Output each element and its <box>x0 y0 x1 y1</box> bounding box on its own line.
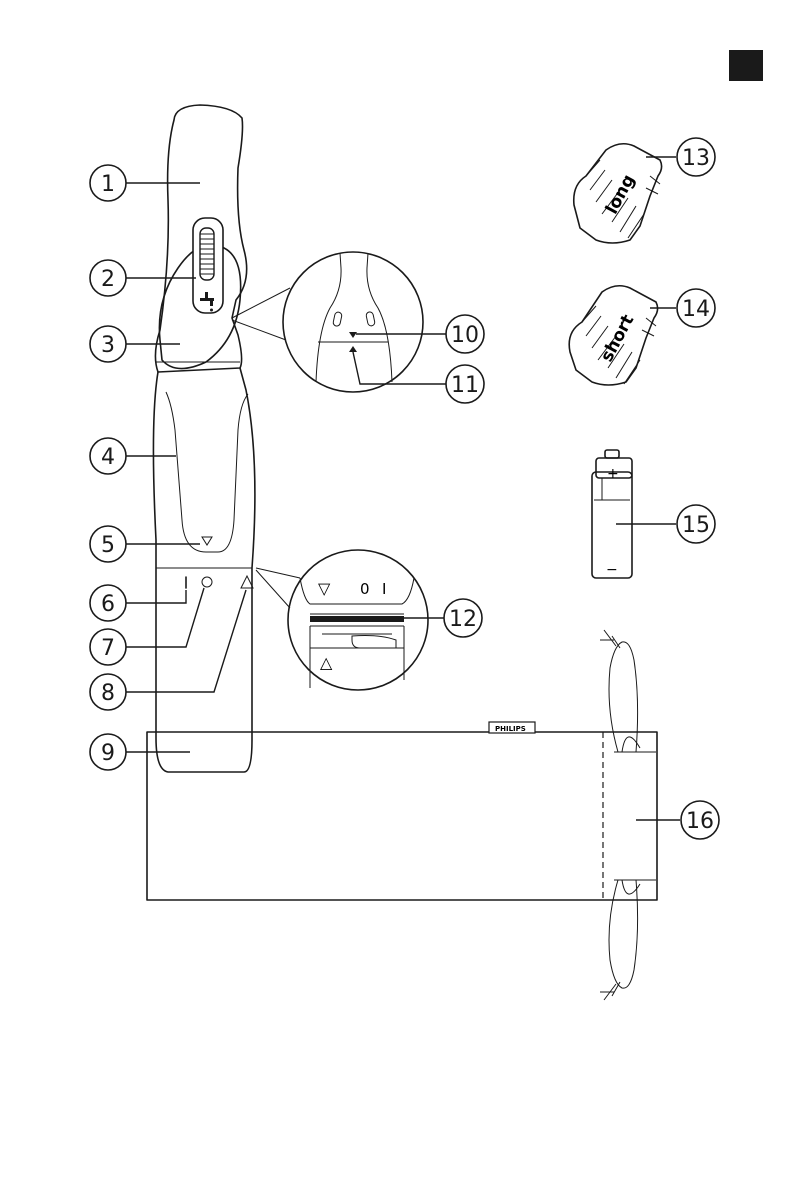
callout-10: 10 <box>445 314 485 354</box>
callout-11: 11 <box>445 364 485 404</box>
pouch-icon: PHILIPS <box>146 629 658 1001</box>
callout-7: 7 <box>89 628 127 666</box>
svg-text:14: 14 <box>682 297 710 322</box>
callout-8: 8 <box>89 673 127 711</box>
svg-text:6: 6 <box>101 592 115 617</box>
callout-6: 6 <box>89 584 127 622</box>
trimmer-teeth <box>200 233 214 275</box>
svg-text:4: 4 <box>101 445 115 470</box>
callout-3: 3 <box>89 325 127 363</box>
battery-plus: + <box>607 466 619 482</box>
svg-text:1: 1 <box>101 172 115 197</box>
callout-5: 5 <box>89 525 127 563</box>
svg-text:8: 8 <box>101 681 115 706</box>
svg-text:10: 10 <box>451 323 479 348</box>
svg-text:3: 3 <box>101 333 115 358</box>
callout-15: 15 <box>676 504 716 544</box>
svg-text:12: 12 <box>449 607 477 632</box>
comb-short: short <box>568 284 659 386</box>
battery-minus: − <box>606 562 618 578</box>
svg-text:9: 9 <box>101 741 115 766</box>
callout-14: 14 <box>676 288 716 328</box>
pouch-brand-text: PHILIPS <box>495 725 526 733</box>
comb-long: long <box>572 142 663 244</box>
svg-text:5: 5 <box>101 533 115 558</box>
callout-4: 4 <box>89 437 127 475</box>
callout-9: 9 <box>89 733 127 771</box>
svg-text:11: 11 <box>451 373 479 398</box>
leader-lines <box>126 156 680 821</box>
dial-off-mark: 0 <box>360 580 370 598</box>
detail-dial: ▽ 0 I △ <box>255 549 429 691</box>
water-tap-icon <box>200 292 214 312</box>
svg-text:16: 16 <box>686 809 714 834</box>
dial-unlock-mark: △ <box>320 653 333 672</box>
detail-head-lock <box>231 251 424 393</box>
callout-13: 13 <box>676 137 716 177</box>
language-tab <box>729 50 763 81</box>
svg-text:2: 2 <box>101 267 115 292</box>
callout-16: 16 <box>680 800 720 840</box>
comb-short-text: short <box>597 311 638 365</box>
battery-icon: + − <box>591 449 633 579</box>
dial-lock-mark: ▽ <box>318 579 331 598</box>
callout-2: 2 <box>89 259 127 297</box>
dial-on-mark: I <box>382 580 386 598</box>
svg-text:13: 13 <box>682 146 710 171</box>
svg-text:15: 15 <box>682 513 710 538</box>
svg-text:7: 7 <box>101 636 115 661</box>
callout-12: 12 <box>443 598 483 638</box>
trimmer-body <box>152 104 256 773</box>
pouch-brand-tag <box>488 721 536 734</box>
callout-1: 1 <box>89 164 127 202</box>
